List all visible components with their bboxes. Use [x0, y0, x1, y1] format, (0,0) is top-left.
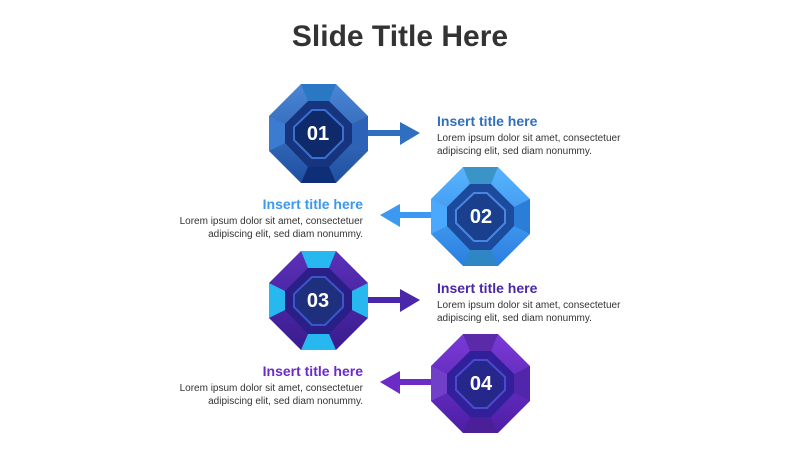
- step-1-body-line-1: Lorem ipsum dolor sit amet, consectetuer: [437, 133, 621, 144]
- step-1-octagon: 01: [269, 84, 368, 183]
- step-4-text: Insert title here Lorem ipsum dolor sit …: [163, 362, 363, 408]
- step-3-text: Insert title here Lorem ipsum dolor sit …: [437, 279, 637, 325]
- step-3-octagon: 03: [269, 251, 368, 350]
- step-4-body: Lorem ipsum dolor sit amet, consectetuer…: [163, 382, 363, 408]
- step-4-octagon: 04: [431, 334, 530, 433]
- step-4-arrow-left-icon: [380, 371, 431, 394]
- step-4-body-line-2: adipiscing elit, sed diam nonummy.: [208, 396, 363, 407]
- step-2-body-line-1: Lorem ipsum dolor sit amet, consectetuer: [179, 216, 363, 227]
- step-1-arrow-right-icon: [368, 122, 420, 145]
- step-4-number: 04: [470, 373, 493, 395]
- step-2-arrow-left-icon: [380, 204, 431, 227]
- step-1-body-line-2: adipiscing elit, sed diam nonummy.: [437, 146, 592, 157]
- step-1-number: 01: [307, 123, 329, 145]
- step-2-body: Lorem ipsum dolor sit amet, consectetuer…: [163, 215, 363, 241]
- slide-title: Slide Title Here: [291, 20, 509, 53]
- step-2-number: 02: [470, 206, 492, 228]
- step-4-heading: Insert title here: [262, 363, 363, 379]
- step-1-heading: Insert title here: [437, 113, 538, 129]
- step-3-body-line-2: adipiscing elit, sed diam nonummy.: [437, 313, 592, 324]
- step-1-body: Lorem ipsum dolor sit amet, consectetuer…: [437, 132, 637, 158]
- step-4-body-line-1: Lorem ipsum dolor sit amet, consectetuer: [179, 383, 363, 394]
- step-3-body: Lorem ipsum dolor sit amet, consectetuer…: [437, 299, 637, 325]
- step-2-body-line-2: adipiscing elit, sed diam nonummy.: [208, 229, 363, 240]
- step-3-heading: Insert title here: [437, 280, 538, 296]
- step-1-text: Insert title here Lorem ipsum dolor sit …: [437, 112, 637, 158]
- step-2-octagon: 02: [431, 167, 530, 266]
- step-3-arrow-right-icon: [368, 289, 420, 312]
- step-3-number: 03: [307, 290, 329, 312]
- step-2-text: Insert title here Lorem ipsum dolor sit …: [163, 195, 363, 241]
- step-2-heading: Insert title here: [262, 196, 363, 212]
- step-3-body-line-1: Lorem ipsum dolor sit amet, consectetuer: [437, 300, 621, 311]
